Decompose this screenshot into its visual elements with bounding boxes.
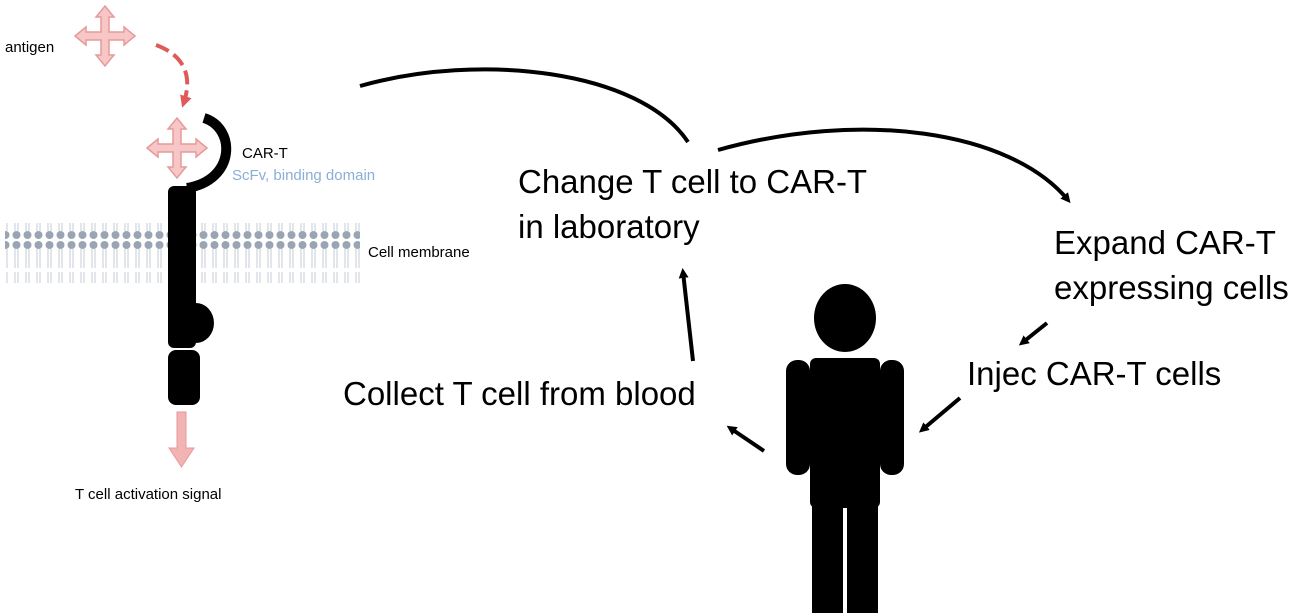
patient-icon xyxy=(786,284,904,613)
signal-arrow xyxy=(168,411,195,468)
scfv-domain xyxy=(185,113,232,193)
arrow-to-inject xyxy=(1018,321,1049,346)
receptor-panel: antigen Cell membrane CAR-T ScFv, bindin… xyxy=(5,5,470,503)
step-change-line2: in laboratory xyxy=(518,208,700,245)
costim-domain xyxy=(196,303,214,343)
arrow-to-expand xyxy=(717,127,1071,204)
scfv-label: ScFv, binding domain xyxy=(232,167,375,184)
step-expand-line1: Expand CAR-T xyxy=(1054,224,1276,261)
arrow-to-patient xyxy=(918,396,962,433)
step-change-line1: Change T cell to CAR-T xyxy=(518,163,867,200)
cart-label: CAR-T xyxy=(242,145,288,162)
connector-arc-left xyxy=(359,67,690,144)
step-inject: Injec CAR-T cells xyxy=(967,355,1221,392)
workflow-panel: Change T cell to CAR-T in laboratory Exp… xyxy=(343,67,1289,613)
transmembrane-stalk xyxy=(168,186,196,348)
arrow-to-collect xyxy=(726,425,766,453)
arrow-to-lab xyxy=(678,268,695,362)
activation-signal-label: T cell activation signal xyxy=(75,486,221,503)
step-expand-line2: expressing cells xyxy=(1054,269,1289,306)
antigen-label: antigen xyxy=(5,39,54,56)
step-collect: Collect T cell from blood xyxy=(343,375,696,412)
membrane-label: Cell membrane xyxy=(368,244,470,261)
free-antigen-icon xyxy=(74,5,136,67)
signaling-domain xyxy=(168,350,200,405)
binding-arrow xyxy=(155,43,192,108)
bound-antigen-icon xyxy=(146,117,208,179)
